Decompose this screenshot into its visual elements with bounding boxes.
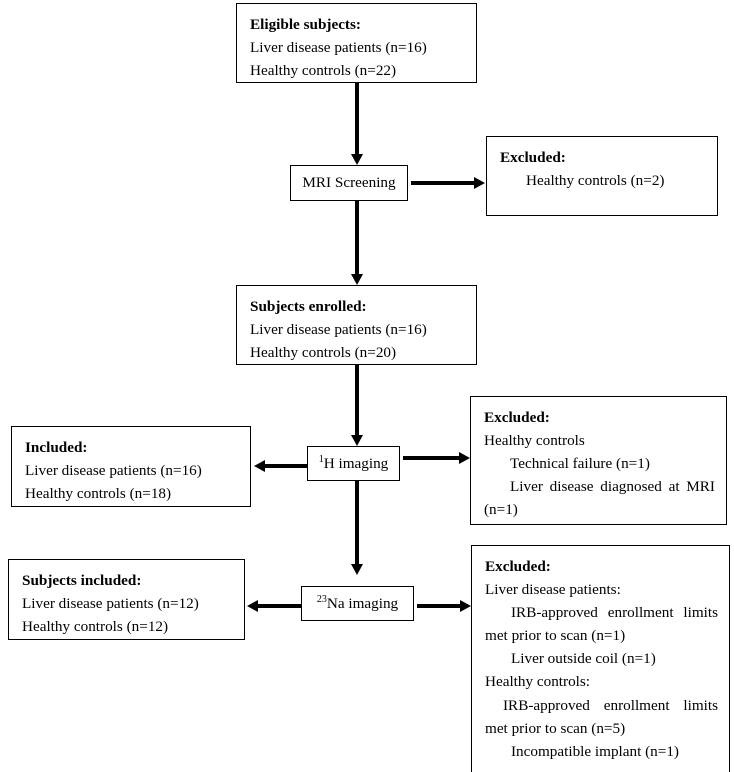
node-na-imaging-label: 23Na imaging <box>317 592 398 615</box>
node-mri-screening: MRI Screening <box>290 165 408 201</box>
node-subjects-included-line-1: Liver disease patients (n=12) <box>22 595 199 613</box>
node-excluded-na-imaging-line-5: IRB-approved enrollment limits met prior… <box>485 696 718 737</box>
node-eligible-subjects-line-1: Liver disease patients (n=16) <box>250 39 427 57</box>
node-eligible-subjects: Eligible subjects: Liver disease patient… <box>236 3 477 83</box>
node-subjects-included-header: Subjects included: <box>22 572 142 589</box>
node-excluded-h-imaging-line-1: Healthy controls <box>484 432 585 450</box>
node-excluded-screening: Excluded: Healthy controls (n=2) <box>486 136 718 216</box>
node-subjects-enrolled-line-2: Healthy controls (n=20) <box>250 344 397 362</box>
node-subjects-included-body: Subjects included: Liver disease patient… <box>9 560 244 647</box>
node-excluded-screening-body: Excluded: Healthy controls (n=2) <box>487 137 717 201</box>
node-subjects-enrolled-body: Subjects enrolled: Liver disease patient… <box>237 286 476 373</box>
node-na-imaging: 23Na imaging <box>301 586 414 621</box>
node-excluded-h-imaging-line-3: Liver disease diagnosed at MRI (n=1) <box>484 478 715 519</box>
node-excluded-h-imaging-body: Excluded: Healthy controls Technical fai… <box>471 397 726 530</box>
node-included: Included: Liver disease patients (n=16) … <box>11 426 251 507</box>
node-subjects-enrolled: Subjects enrolled: Liver disease patient… <box>236 285 477 365</box>
node-excluded-h-imaging-line-2: Technical failure (n=1) <box>510 455 650 473</box>
node-excluded-na-imaging-line-6: Incompatible implant (n=1) <box>511 742 679 760</box>
node-excluded-na-imaging-header: Excluded: <box>485 558 551 575</box>
node-subjects-included-line-2: Healthy controls (n=12) <box>22 618 169 636</box>
node-excluded-screening-header: Excluded: <box>500 149 566 166</box>
node-excluded-screening-line-1: Healthy controls (n=2) <box>526 172 665 190</box>
node-eligible-subjects-header: Eligible subjects: <box>250 16 361 33</box>
node-na-imaging-superscript: 23 <box>316 593 327 605</box>
node-h-imaging-superscript: 1 <box>318 453 324 465</box>
node-subjects-enrolled-header: Subjects enrolled: <box>250 298 367 315</box>
node-subjects-included: Subjects included: Liver disease patient… <box>8 559 245 640</box>
node-h-imaging-text: H imaging <box>323 454 389 472</box>
node-excluded-h-imaging: Excluded: Healthy controls Technical fai… <box>470 396 727 525</box>
node-excluded-na-imaging-line-3: Liver outside coil (n=1) <box>511 650 656 668</box>
node-mri-screening-label: MRI Screening <box>302 174 396 192</box>
node-excluded-na-imaging-line-4: Healthy controls: <box>485 673 591 691</box>
node-excluded-h-imaging-header: Excluded: <box>484 409 550 426</box>
node-excluded-na-imaging-line-1: Liver disease patients: <box>485 581 621 599</box>
node-eligible-subjects-line-2: Healthy controls (n=22) <box>250 62 397 80</box>
node-included-header: Included: <box>25 439 88 456</box>
node-included-line-1: Liver disease patients (n=16) <box>25 462 202 480</box>
node-included-body: Included: Liver disease patients (n=16) … <box>12 427 250 514</box>
node-h-imaging: 1H imaging <box>307 446 400 481</box>
node-subjects-enrolled-line-1: Liver disease patients (n=16) <box>250 321 427 339</box>
node-included-line-2: Healthy controls (n=18) <box>25 485 172 503</box>
node-excluded-na-imaging-line-2: IRB-approved enrollment limits met prior… <box>485 604 718 645</box>
node-h-imaging-label: 1H imaging <box>319 452 389 475</box>
node-excluded-na-imaging: Excluded: Liver disease patients: IRB-ap… <box>471 545 730 772</box>
node-excluded-na-imaging-body: Excluded: Liver disease patients: IRB-ap… <box>472 546 729 772</box>
node-eligible-subjects-body: Eligible subjects: Liver disease patient… <box>237 4 476 91</box>
node-na-imaging-text: Na imaging <box>326 594 399 612</box>
